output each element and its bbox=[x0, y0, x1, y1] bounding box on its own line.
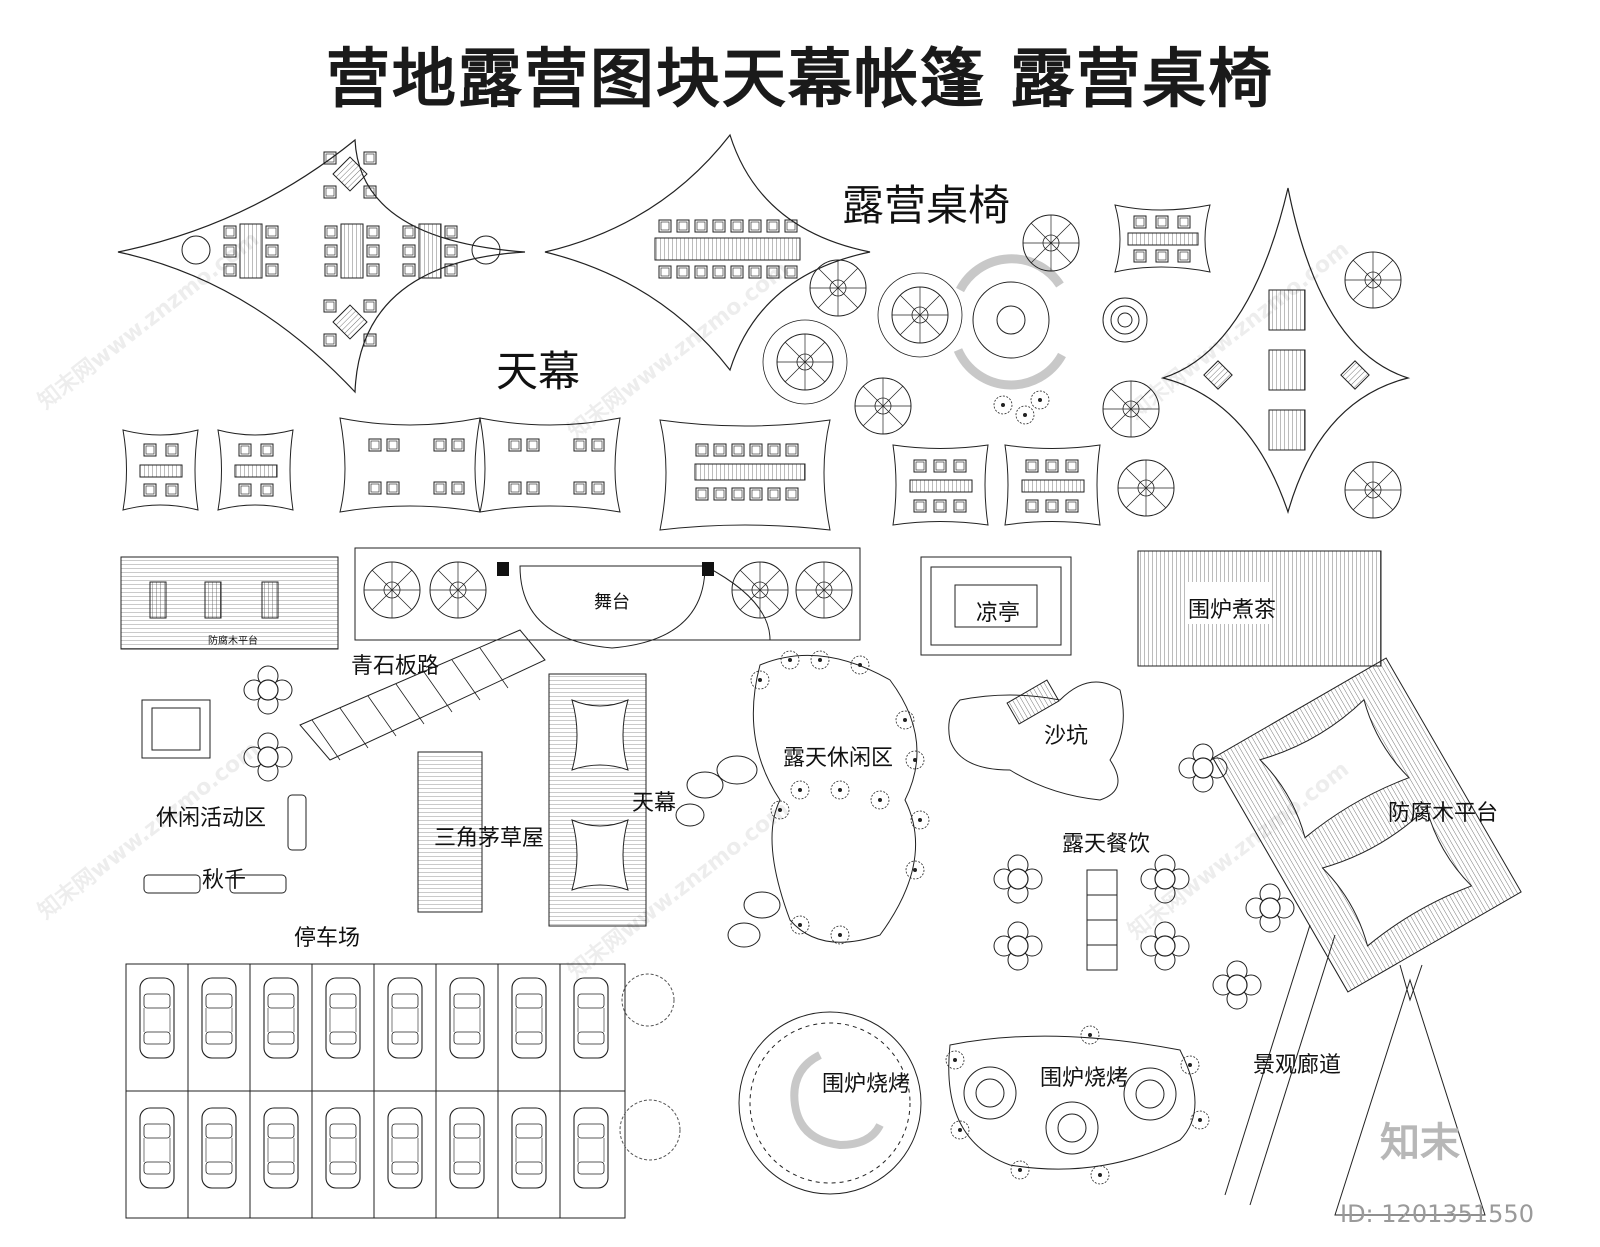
table-set bbox=[181, 151, 501, 347]
canopy-diamond-long-table bbox=[544, 133, 871, 372]
label-deck-right: 防腐木平台 bbox=[1388, 801, 1499, 826]
label-pavilion: 凉亭 bbox=[976, 601, 1021, 626]
parking-lot bbox=[125, 963, 681, 1219]
label-bbq-right: 围炉烧烤 bbox=[1040, 1066, 1129, 1091]
round-seating bbox=[953, 254, 1148, 425]
small-tents-row bbox=[122, 417, 1101, 531]
label-tea-stove: 围炉煮茶 bbox=[1188, 598, 1277, 623]
umbrella-cluster bbox=[762, 214, 1402, 519]
pavilion bbox=[920, 556, 1072, 656]
sandpit bbox=[948, 679, 1124, 801]
label-stage: 舞台 bbox=[594, 592, 630, 613]
tea-stove-deck bbox=[1137, 550, 1382, 667]
stage bbox=[354, 547, 861, 649]
label-canopy-mid: 天幕 bbox=[632, 791, 677, 816]
label-triangle-hut: 三角茅草屋 bbox=[434, 826, 545, 851]
canopy-diamond-right bbox=[1160, 187, 1411, 515]
image-id: ID: 1201351550 bbox=[1340, 1200, 1534, 1228]
triangle-hut bbox=[417, 751, 483, 913]
label-sandpit: 沙坑 bbox=[1044, 724, 1089, 749]
tent-rect-top-right bbox=[1114, 204, 1211, 273]
deck-platform-right bbox=[1212, 657, 1522, 1206]
teepee bbox=[1334, 964, 1486, 1216]
label-bbq-left: 围炉烧烤 bbox=[822, 1072, 911, 1097]
canopy-deck-mid bbox=[548, 673, 647, 927]
leisure-items bbox=[141, 665, 307, 894]
label-canopy-top: 天幕 bbox=[496, 347, 581, 396]
label-leisure-area: 休闲活动区 bbox=[156, 806, 267, 831]
label-parking: 停车场 bbox=[294, 926, 361, 951]
label-swing: 秋千 bbox=[202, 868, 247, 893]
page-title: 营地露营图块天幕帐篷 露营桌椅 bbox=[325, 43, 1275, 117]
outdoor-dining bbox=[993, 743, 1295, 1010]
bbq-circle bbox=[738, 1011, 922, 1195]
label-outdoor-leisure: 露天休闲区 bbox=[783, 746, 894, 771]
label-stone-path: 青石板路 bbox=[351, 654, 440, 679]
label-corridor: 景观廊道 bbox=[1253, 1053, 1342, 1078]
bbq-garden bbox=[945, 1025, 1210, 1185]
label-deck-small: 防腐木平台 bbox=[208, 636, 258, 647]
deck-platform-small bbox=[120, 556, 339, 650]
label-table-chairs: 露营桌椅 bbox=[842, 181, 1011, 230]
stone-path bbox=[299, 629, 546, 761]
outdoor-leisure-area bbox=[675, 650, 930, 948]
label-outdoor-dining: 露天餐饮 bbox=[1062, 832, 1151, 857]
canopy-diamond-large bbox=[117, 138, 526, 394]
brand-logo: 知末 bbox=[1380, 1120, 1460, 1166]
